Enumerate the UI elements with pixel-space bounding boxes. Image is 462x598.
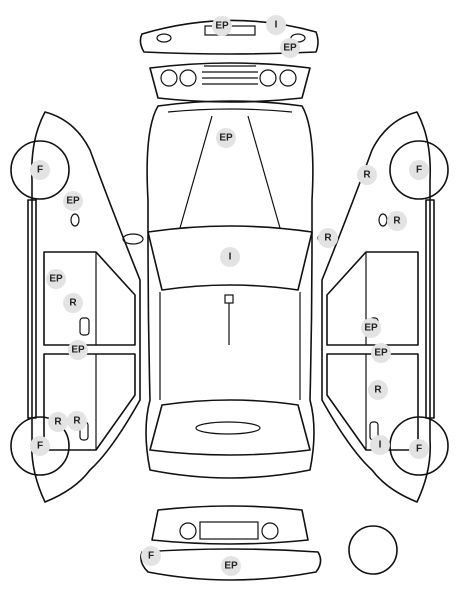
svg-text:I: I xyxy=(275,20,278,31)
svg-text:F: F xyxy=(37,165,43,176)
marker-r-mirror[interactable]: R xyxy=(318,228,338,248)
svg-text:EP: EP xyxy=(71,345,85,356)
svg-text:R: R xyxy=(54,417,62,428)
marker-f-right-rear[interactable]: F xyxy=(409,439,429,459)
svg-text:R: R xyxy=(69,298,77,309)
svg-text:EP: EP xyxy=(374,348,388,359)
marker-f-left-rear[interactable]: F xyxy=(30,436,50,456)
marker-r-left-rear-1[interactable]: R xyxy=(48,412,68,432)
svg-text:EP: EP xyxy=(66,196,80,207)
left-side-view xyxy=(10,111,141,503)
svg-text:R: R xyxy=(374,385,382,396)
marker-ep-front-bottom[interactable]: EP xyxy=(221,556,241,576)
marker-i-roof[interactable]: I xyxy=(220,247,240,267)
marker-ep-left-fender[interactable]: EP xyxy=(63,191,83,211)
svg-text:F: F xyxy=(416,444,422,455)
marker-f-left-front[interactable]: F xyxy=(30,160,50,180)
marker-f-front-bottom[interactable]: F xyxy=(141,546,161,566)
marker-r-right-light[interactable]: R xyxy=(387,211,407,231)
svg-text:EP: EP xyxy=(215,21,229,32)
spare-wheel xyxy=(348,525,398,575)
svg-text:F: F xyxy=(37,441,43,452)
svg-text:EP: EP xyxy=(49,274,63,285)
svg-text:EP: EP xyxy=(283,43,297,54)
svg-text:EP: EP xyxy=(364,323,378,334)
svg-text:I: I xyxy=(379,440,382,451)
marker-ep-right-sill[interactable]: EP xyxy=(371,343,391,363)
marker-r-right-rear[interactable]: R xyxy=(368,380,388,400)
right-side-view xyxy=(321,111,449,503)
marker-ep-left-door-front[interactable]: EP xyxy=(46,269,66,289)
svg-text:EP: EP xyxy=(224,561,238,572)
marker-ep-rear-top[interactable]: EP xyxy=(212,16,232,36)
svg-text:R: R xyxy=(73,416,81,427)
marker-ep-hood[interactable]: EP xyxy=(216,128,236,148)
svg-text:R: R xyxy=(324,233,332,244)
rear-lights-panel xyxy=(149,62,311,103)
marker-ep-rear-bumper[interactable]: EP xyxy=(280,38,300,58)
svg-text:F: F xyxy=(416,165,422,176)
svg-text:F: F xyxy=(148,551,154,562)
svg-text:EP: EP xyxy=(219,133,233,144)
marker-ep-right-door[interactable]: EP xyxy=(361,318,381,338)
svg-text:I: I xyxy=(229,252,232,263)
marker-r-right-fender[interactable]: R xyxy=(357,165,377,185)
marker-i-right-rear[interactable]: I xyxy=(370,435,390,455)
svg-text:R: R xyxy=(393,216,401,227)
marker-i-rear-top[interactable]: I xyxy=(266,15,286,35)
car-body-top-view xyxy=(122,100,335,479)
front-bumper-view xyxy=(140,548,322,581)
marker-r-left-door-front[interactable]: R xyxy=(63,293,83,313)
marker-ep-left-sill[interactable]: EP xyxy=(68,340,88,360)
svg-text:R: R xyxy=(363,170,371,181)
marker-r-left-rear-2[interactable]: R xyxy=(67,411,87,431)
marker-f-right-front[interactable]: F xyxy=(409,160,429,180)
front-lights-panel xyxy=(151,505,309,545)
